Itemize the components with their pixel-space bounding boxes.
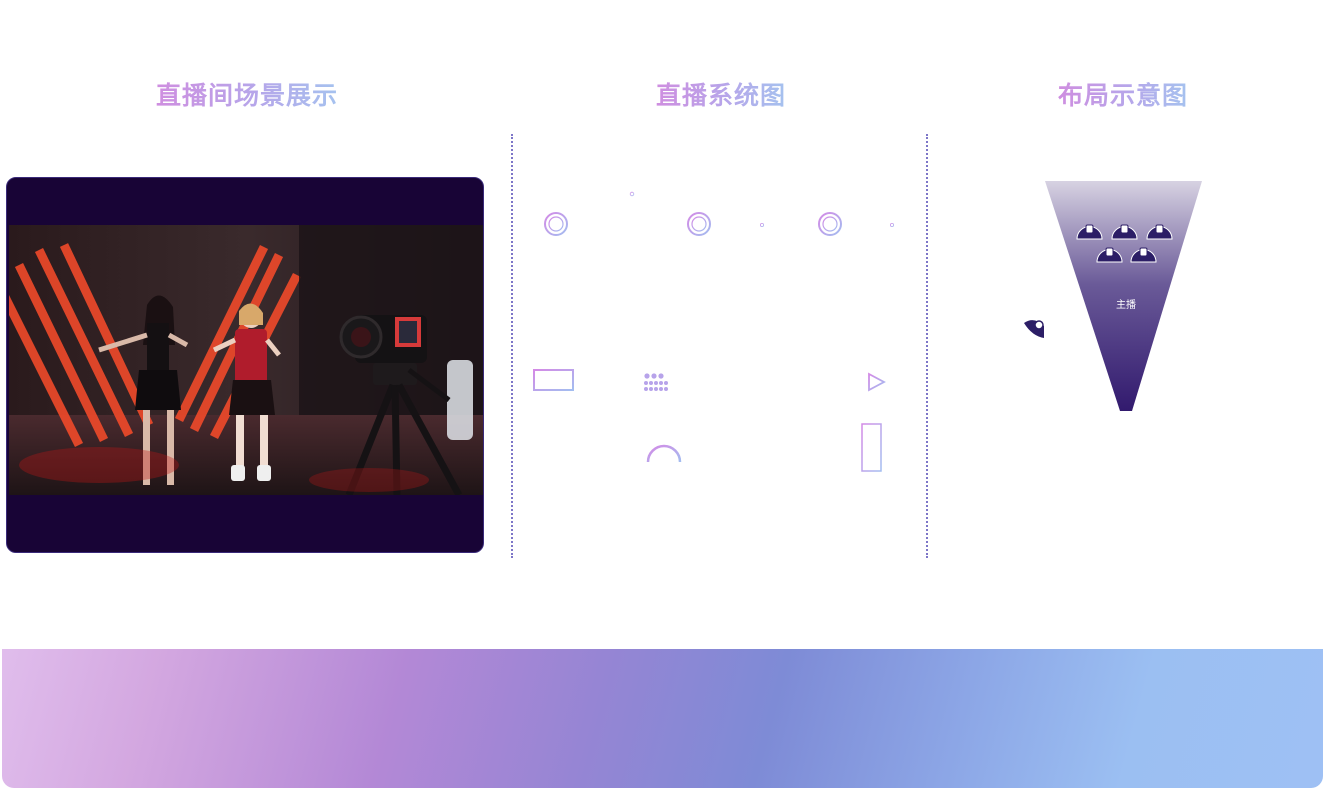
camera-rig: [339, 315, 463, 495]
dancer-left: [98, 295, 189, 485]
small-dot-icon: [759, 223, 764, 228]
scene-heading: 直播间场景展示: [156, 76, 338, 112]
floor: [9, 415, 483, 495]
divider-right: [926, 134, 928, 558]
play-triangle-icon: [868, 372, 886, 392]
arc-icon: [646, 444, 682, 463]
divider-left: [511, 134, 513, 558]
rectangle-icon: [533, 369, 574, 391]
ring-icon: [544, 212, 568, 236]
layout-heading: 布局示意图: [1058, 76, 1188, 112]
ring-icon: [818, 212, 842, 236]
neon-left: [9, 243, 154, 448]
small-dot-icon: [889, 223, 894, 228]
ring-icon: [687, 212, 711, 236]
bottom-banner: [2, 649, 1323, 788]
dot-grid-icon: [644, 373, 668, 391]
system-diagram: [533, 191, 894, 472]
floor-glow: [19, 447, 179, 483]
anchor-label: 主播: [1116, 300, 1136, 311]
scene-card: [6, 177, 484, 553]
light-icon: [1024, 320, 1044, 338]
small-dot-icon: [629, 191, 635, 197]
system-heading: 直播系统图: [656, 76, 786, 112]
dancer-right: [212, 303, 281, 481]
tall-rectangle-icon: [861, 423, 882, 472]
light-panel: [447, 360, 473, 440]
layout-diagram: [1024, 181, 1202, 411]
scene-photo[interactable]: [9, 225, 484, 495]
